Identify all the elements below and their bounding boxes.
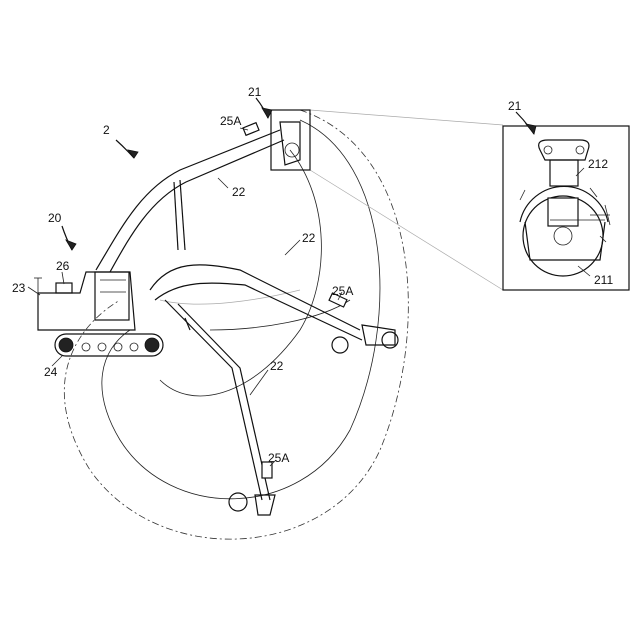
- ref-boom-low: 22: [270, 359, 284, 373]
- excavator-body: [34, 272, 163, 356]
- ref-front-low: 25A: [268, 451, 289, 465]
- track-rollers: [59, 338, 159, 352]
- ref-inset-part-b: 211: [594, 273, 613, 287]
- boom-position-top: [96, 122, 300, 272]
- motion-envelope-inner: [102, 120, 380, 499]
- ref-boom-mid: 22: [302, 231, 316, 245]
- boom-position-mid: [150, 265, 398, 353]
- inset-frame: [503, 126, 629, 290]
- ref-detail-inset: 21: [508, 99, 522, 113]
- ref-excavator: 20: [48, 211, 62, 225]
- ref-track: 24: [44, 365, 58, 379]
- ref-antenna: 23: [12, 281, 26, 295]
- ref-inset-part-a: 212: [588, 157, 608, 171]
- ref-front-top: 25A: [220, 114, 241, 128]
- ref-cab: 26: [56, 259, 70, 273]
- ref-machine: 2: [103, 123, 110, 137]
- ref-front-mid: 25A: [332, 284, 353, 298]
- ref-boom-top: 22: [232, 185, 246, 199]
- detail-box: [271, 110, 310, 170]
- boom-position-low: [165, 300, 275, 515]
- leader-arrows: [28, 98, 590, 466]
- motion-envelope-outer: [64, 110, 408, 539]
- ref-detail-top: 21: [248, 85, 262, 99]
- zoom-guides: [310, 110, 503, 290]
